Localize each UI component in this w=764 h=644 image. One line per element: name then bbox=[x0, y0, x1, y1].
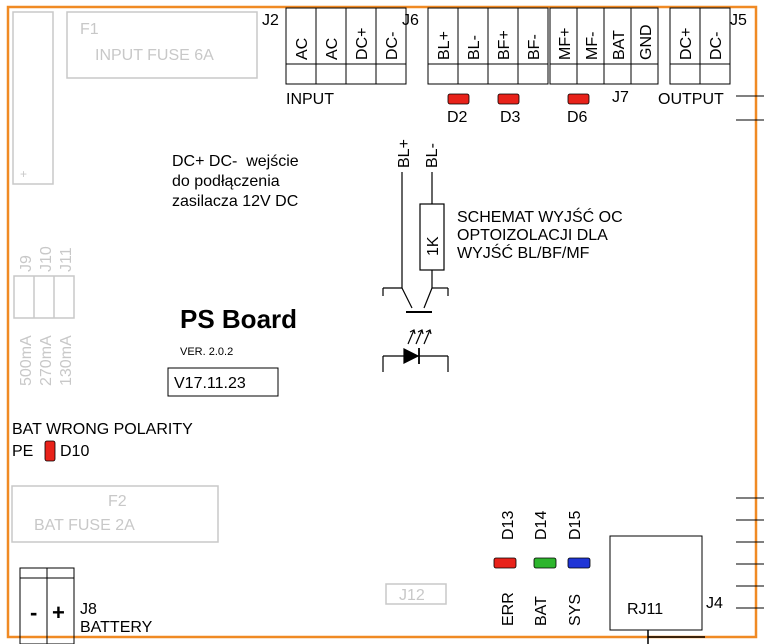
status-led-d15-label: SYS bbox=[567, 594, 584, 626]
schematic-caption-line-3: WYJŚĆ BL/BF/MF bbox=[457, 243, 590, 262]
status-led-d13-body bbox=[493, 557, 517, 569]
input-note-line-1: DC+ DC- wejście bbox=[172, 153, 299, 170]
status-led-d13-label: ERR bbox=[500, 592, 517, 626]
fuse-f1-label: INPUT FUSE 6A bbox=[95, 47, 214, 64]
connector-j5-ref: J5 bbox=[730, 12, 747, 29]
jumper-current-270: 270mA bbox=[38, 335, 55, 386]
connector-j12 bbox=[385, 583, 447, 605]
fuse-f1: F1 INPUT FUSE 6A bbox=[66, 11, 258, 79]
board-date-box bbox=[167, 367, 279, 397]
status-led-d14: D14 BAT bbox=[533, 511, 557, 626]
connector-j7-ref: J7 bbox=[612, 89, 629, 106]
status-led-d14-ref: D14 bbox=[533, 511, 550, 540]
j7-pin-3: BAT bbox=[611, 30, 628, 60]
j6-pin-2: BL- bbox=[466, 35, 483, 60]
polarity-pe: PE bbox=[12, 443, 33, 460]
led-d2-ref: D2 bbox=[447, 109, 468, 126]
connector-j4-label: RJ11 bbox=[627, 601, 663, 618]
j2-pin-1: AC bbox=[294, 38, 311, 60]
jumper-current-500: 500mA bbox=[18, 335, 35, 386]
led-d2: D2 bbox=[447, 93, 470, 126]
fuse-f2-label: BAT FUSE 2A bbox=[34, 517, 135, 534]
schematic-pin-plus: BL+ bbox=[396, 139, 413, 168]
connector-j4: RJ11 J4 bbox=[609, 535, 723, 644]
connector-j4-ref: J4 bbox=[706, 595, 723, 612]
j7-pin-4: GND bbox=[638, 24, 655, 60]
connector-j6-ref: J6 bbox=[402, 12, 419, 29]
j6-pin-3: BF+ bbox=[496, 30, 513, 60]
fuse-f2-ref: F2 bbox=[108, 493, 127, 510]
led-d6-ref: D6 bbox=[567, 109, 588, 126]
j8-minus: - bbox=[30, 600, 37, 625]
connector-j2-label: INPUT bbox=[286, 91, 334, 108]
j2-pin-3: DC+ bbox=[354, 28, 371, 60]
connector-j6: J6 BL+ BL- BF+ BF- bbox=[402, 7, 549, 85]
jumper-j9-ref: J9 bbox=[18, 255, 35, 272]
input-note-line-3: zasilacza 12V DC bbox=[172, 193, 298, 210]
jumper-current-130: 130mA bbox=[58, 335, 75, 386]
led-d3: D3 bbox=[497, 93, 521, 126]
led-d6: D6 bbox=[567, 93, 590, 126]
led-d10-ref: D10 bbox=[60, 443, 89, 460]
resistor-value: 1K bbox=[425, 236, 442, 256]
schematic-caption-line-1: SCHEMAT WYJŚĆ OC bbox=[457, 207, 623, 226]
board-version: VER. 2.0.2 bbox=[180, 346, 233, 358]
status-led-d15-body bbox=[567, 557, 591, 569]
input-note: DC+ DC- wejście do podłączenia zasilacza… bbox=[172, 153, 299, 210]
status-led-d15: D15 SYS bbox=[567, 511, 591, 626]
fuse-f1-ref: F1 bbox=[80, 21, 99, 38]
input-note-line-2: do podłączenia bbox=[172, 173, 280, 190]
status-led-d13: D13 ERR bbox=[493, 511, 517, 626]
jumper-j11-ref: J11 bbox=[58, 247, 75, 272]
led-d10 bbox=[44, 440, 56, 462]
connector-j8: - + J8 BATTERY bbox=[19, 567, 153, 644]
status-led-d15-ref: D15 bbox=[567, 511, 584, 540]
j8-plus: + bbox=[52, 600, 65, 625]
j6-pin-4: BF- bbox=[526, 34, 543, 60]
fuse-f2: F2 BAT FUSE 2A bbox=[11, 485, 219, 543]
j7-pin-1: MF+ bbox=[557, 28, 574, 60]
status-led-d14-body bbox=[533, 557, 557, 569]
connector-j7: MF+ MF- BAT GND J7 bbox=[549, 7, 659, 106]
connector-j5: DC+ DC- J5 OUTPUT bbox=[658, 7, 747, 108]
led-d3-ref: D3 bbox=[500, 109, 521, 126]
connector-j2: J2 AC AC DC+ DC- INPUT bbox=[262, 7, 407, 108]
connector-j12-ref: J12 bbox=[399, 587, 425, 604]
j2-pin-2: AC bbox=[324, 38, 341, 60]
svg-text:+: + bbox=[20, 167, 27, 181]
polarity-title: BAT WRONG POLARITY bbox=[12, 421, 193, 438]
jumper-j10-ref: J10 bbox=[38, 246, 55, 272]
opto-schematic: BL+ BL- 1K bbox=[382, 139, 449, 372]
j7-pin-2: MF- bbox=[584, 32, 601, 60]
edge-ticks bbox=[736, 95, 764, 609]
j5-pin-2: DC- bbox=[708, 32, 725, 60]
connector-j8-label: BATTERY bbox=[80, 619, 153, 636]
connector-j8-ref: J8 bbox=[80, 601, 97, 618]
schematic-caption: SCHEMAT WYJŚĆ OC OPTOIZOLACJI DLA WYJŚĆ … bbox=[457, 207, 623, 262]
status-led-d13-ref: D13 bbox=[500, 511, 517, 540]
board-date: V17.11.23 bbox=[174, 375, 246, 392]
board-outline bbox=[6, 5, 758, 639]
board-title: PS Board bbox=[180, 304, 297, 334]
schematic-caption-line-2: OPTOIZOLACJI DLA bbox=[457, 227, 608, 244]
connector-j2-ref: J2 bbox=[262, 12, 279, 29]
status-led-d14-label: BAT bbox=[533, 596, 550, 626]
connector-j5-label: OUTPUT bbox=[658, 91, 724, 108]
j2-pin-4: DC- bbox=[384, 32, 401, 60]
schematic-pin-minus: BL- bbox=[424, 143, 441, 168]
left-component: + bbox=[12, 11, 54, 185]
j5-pin-1: DC+ bbox=[678, 28, 695, 60]
jumpers-j9-j11: J9 J10 J11 500mA 270mA 130mA bbox=[13, 246, 75, 386]
j6-pin-1: BL+ bbox=[436, 31, 453, 60]
